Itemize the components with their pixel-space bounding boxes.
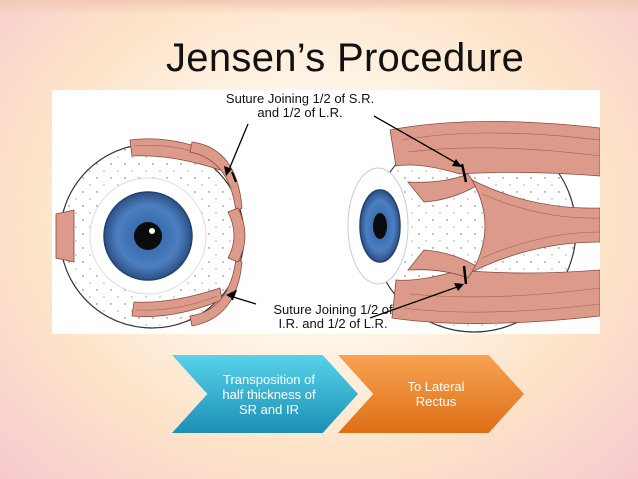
- callout-line: I.R. and 1/2 of L.R.: [278, 316, 388, 331]
- right-eye-lateral-view: [347, 115, 600, 333]
- eye-muscle-illustration: Suture Joining 1/2 of S.R. and 1/2 of L.…: [52, 90, 600, 334]
- flow-step-line: SR and IR: [239, 401, 299, 417]
- flow-step-lateral-rectus: To Lateral Rectus: [338, 355, 524, 433]
- flow-step-line: half thickness of: [222, 386, 316, 402]
- callout-line: and 1/2 of L.R.: [257, 105, 343, 120]
- flow-step-transposition: Transposition of half thickness of SR an…: [172, 355, 358, 433]
- flow-step-text: To Lateral Rectus: [407, 379, 464, 409]
- callout-superior-suture: Suture Joining 1/2 of S.R. and 1/2 of L.…: [210, 92, 390, 120]
- left-eye-front-view: [55, 123, 257, 329]
- top-decorative-band: [0, 0, 638, 14]
- flow-step-line: Transposition of: [222, 371, 315, 387]
- slide-title: Jensen’s Procedure: [166, 36, 525, 80]
- flow-step-line: Rectus: [415, 394, 457, 409]
- flow-step-line: To Lateral: [407, 379, 465, 394]
- eye-diagram-svg: [55, 115, 600, 333]
- callout-inferior-suture: Suture Joining 1/2 of I.R. and 1/2 of L.…: [248, 303, 418, 331]
- flow-step-text: Transposition of half thickness of SR an…: [222, 372, 315, 417]
- callout-line: Suture Joining 1/2 of S.R.: [225, 91, 375, 106]
- callout-line: Suture Joining 1/2 of: [273, 302, 393, 317]
